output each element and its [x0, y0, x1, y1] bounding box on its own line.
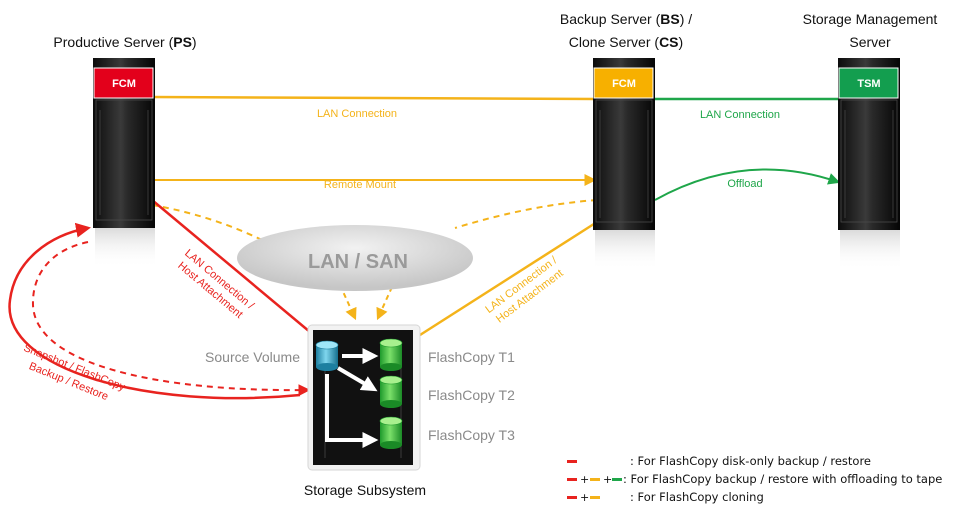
lan-host-yellow-label: LAN Connection / Host Attachment — [483, 254, 565, 326]
lan-san-label: LAN / SAN — [308, 251, 408, 273]
copy-arrows — [325, 348, 379, 448]
tsm-server-title-line1: Storage Management — [803, 11, 938, 27]
bs-to-san-dashed — [454, 199, 598, 229]
san-to-storage-dashed-2 — [376, 286, 393, 321]
svg-text:+: + — [580, 473, 589, 486]
flashcopy-t2-cylinder — [379, 375, 403, 408]
snapshot-solid-arrow — [8, 222, 301, 400]
san-to-storage-dashed — [339, 284, 357, 321]
flashcopy-t3-label: FlashCopy T3 — [428, 427, 515, 443]
ps-to-san-dashed — [151, 204, 263, 241]
lan-san-cloud: LAN / SAN — [237, 225, 473, 291]
flashcopy-t3-cylinder — [379, 416, 403, 449]
offload-label: Offload — [727, 178, 762, 190]
svg-text:+: + — [603, 473, 612, 486]
legend-text-3: : For FlashCopy cloning — [630, 490, 764, 504]
productive-server-title: Productive Server (PS) — [53, 34, 196, 50]
flashcopy-t1-cylinder — [379, 338, 403, 371]
storage-subsystem: Storage Subsystem — [304, 324, 426, 498]
server-reflection — [595, 230, 655, 270]
lan-connection-yellow-line — [149, 95, 599, 101]
legend-row-2: + + : For FlashCopy backup / restore wit… — [567, 472, 942, 486]
legend-text-1: : For FlashCopy disk-only backup / resto… — [630, 454, 871, 468]
lan-connection-green-label: LAN Connection — [700, 109, 780, 121]
backup-server: Backup Server (BS) / Clone Server (CS) F… — [560, 11, 692, 270]
storage-management-server: Storage Management Server TSM — [803, 11, 938, 270]
fcm-badge-label: FCM — [612, 78, 636, 90]
tsm-badge — [838, 67, 899, 99]
storage-subsystem-label: Storage Subsystem — [304, 482, 426, 498]
fcm-badge-label: FCM — [112, 78, 136, 90]
offload-arrow — [654, 168, 841, 201]
flashcopy-t2-label: FlashCopy T2 — [428, 387, 515, 403]
fcm-badge — [93, 67, 154, 99]
tsm-server-title-line2: Server — [849, 34, 891, 50]
bs-to-storage-yellow — [419, 220, 598, 337]
snapshot-dashed-arrow — [31, 241, 311, 397]
legend: : For FlashCopy disk-only backup / resto… — [567, 454, 942, 504]
svg-text:Clone Server (CS): Clone Server (CS) — [569, 34, 683, 50]
legend-row-3: + : For FlashCopy cloning — [567, 490, 764, 504]
tsm-badge-label: TSM — [857, 78, 880, 90]
connection-lines — [8, 95, 841, 400]
productive-server: Productive Server (PS) FCM — [53, 34, 197, 268]
source-volume-cylinder — [315, 340, 339, 371]
server-reflection — [840, 230, 900, 270]
lan-connection-yellow-label: LAN Connection — [317, 108, 397, 120]
fcm-badge — [593, 67, 654, 99]
flashcopy-t1-label: FlashCopy T1 — [428, 349, 515, 365]
ps-to-storage-red — [151, 199, 317, 338]
snapshot-label: Snapshot / FlashCopy Backup / Restore — [22, 342, 127, 403]
server-reflection — [95, 228, 155, 268]
legend-row-1: : For FlashCopy disk-only backup / resto… — [567, 454, 871, 468]
svg-text:+: + — [580, 491, 589, 504]
remote-mount-label: Remote Mount — [324, 179, 396, 191]
legend-text-2: : For FlashCopy backup / restore with of… — [623, 472, 942, 486]
backup-server-title: Backup Server (BS) / — [560, 11, 692, 27]
source-volume-label: Source Volume — [205, 349, 300, 365]
